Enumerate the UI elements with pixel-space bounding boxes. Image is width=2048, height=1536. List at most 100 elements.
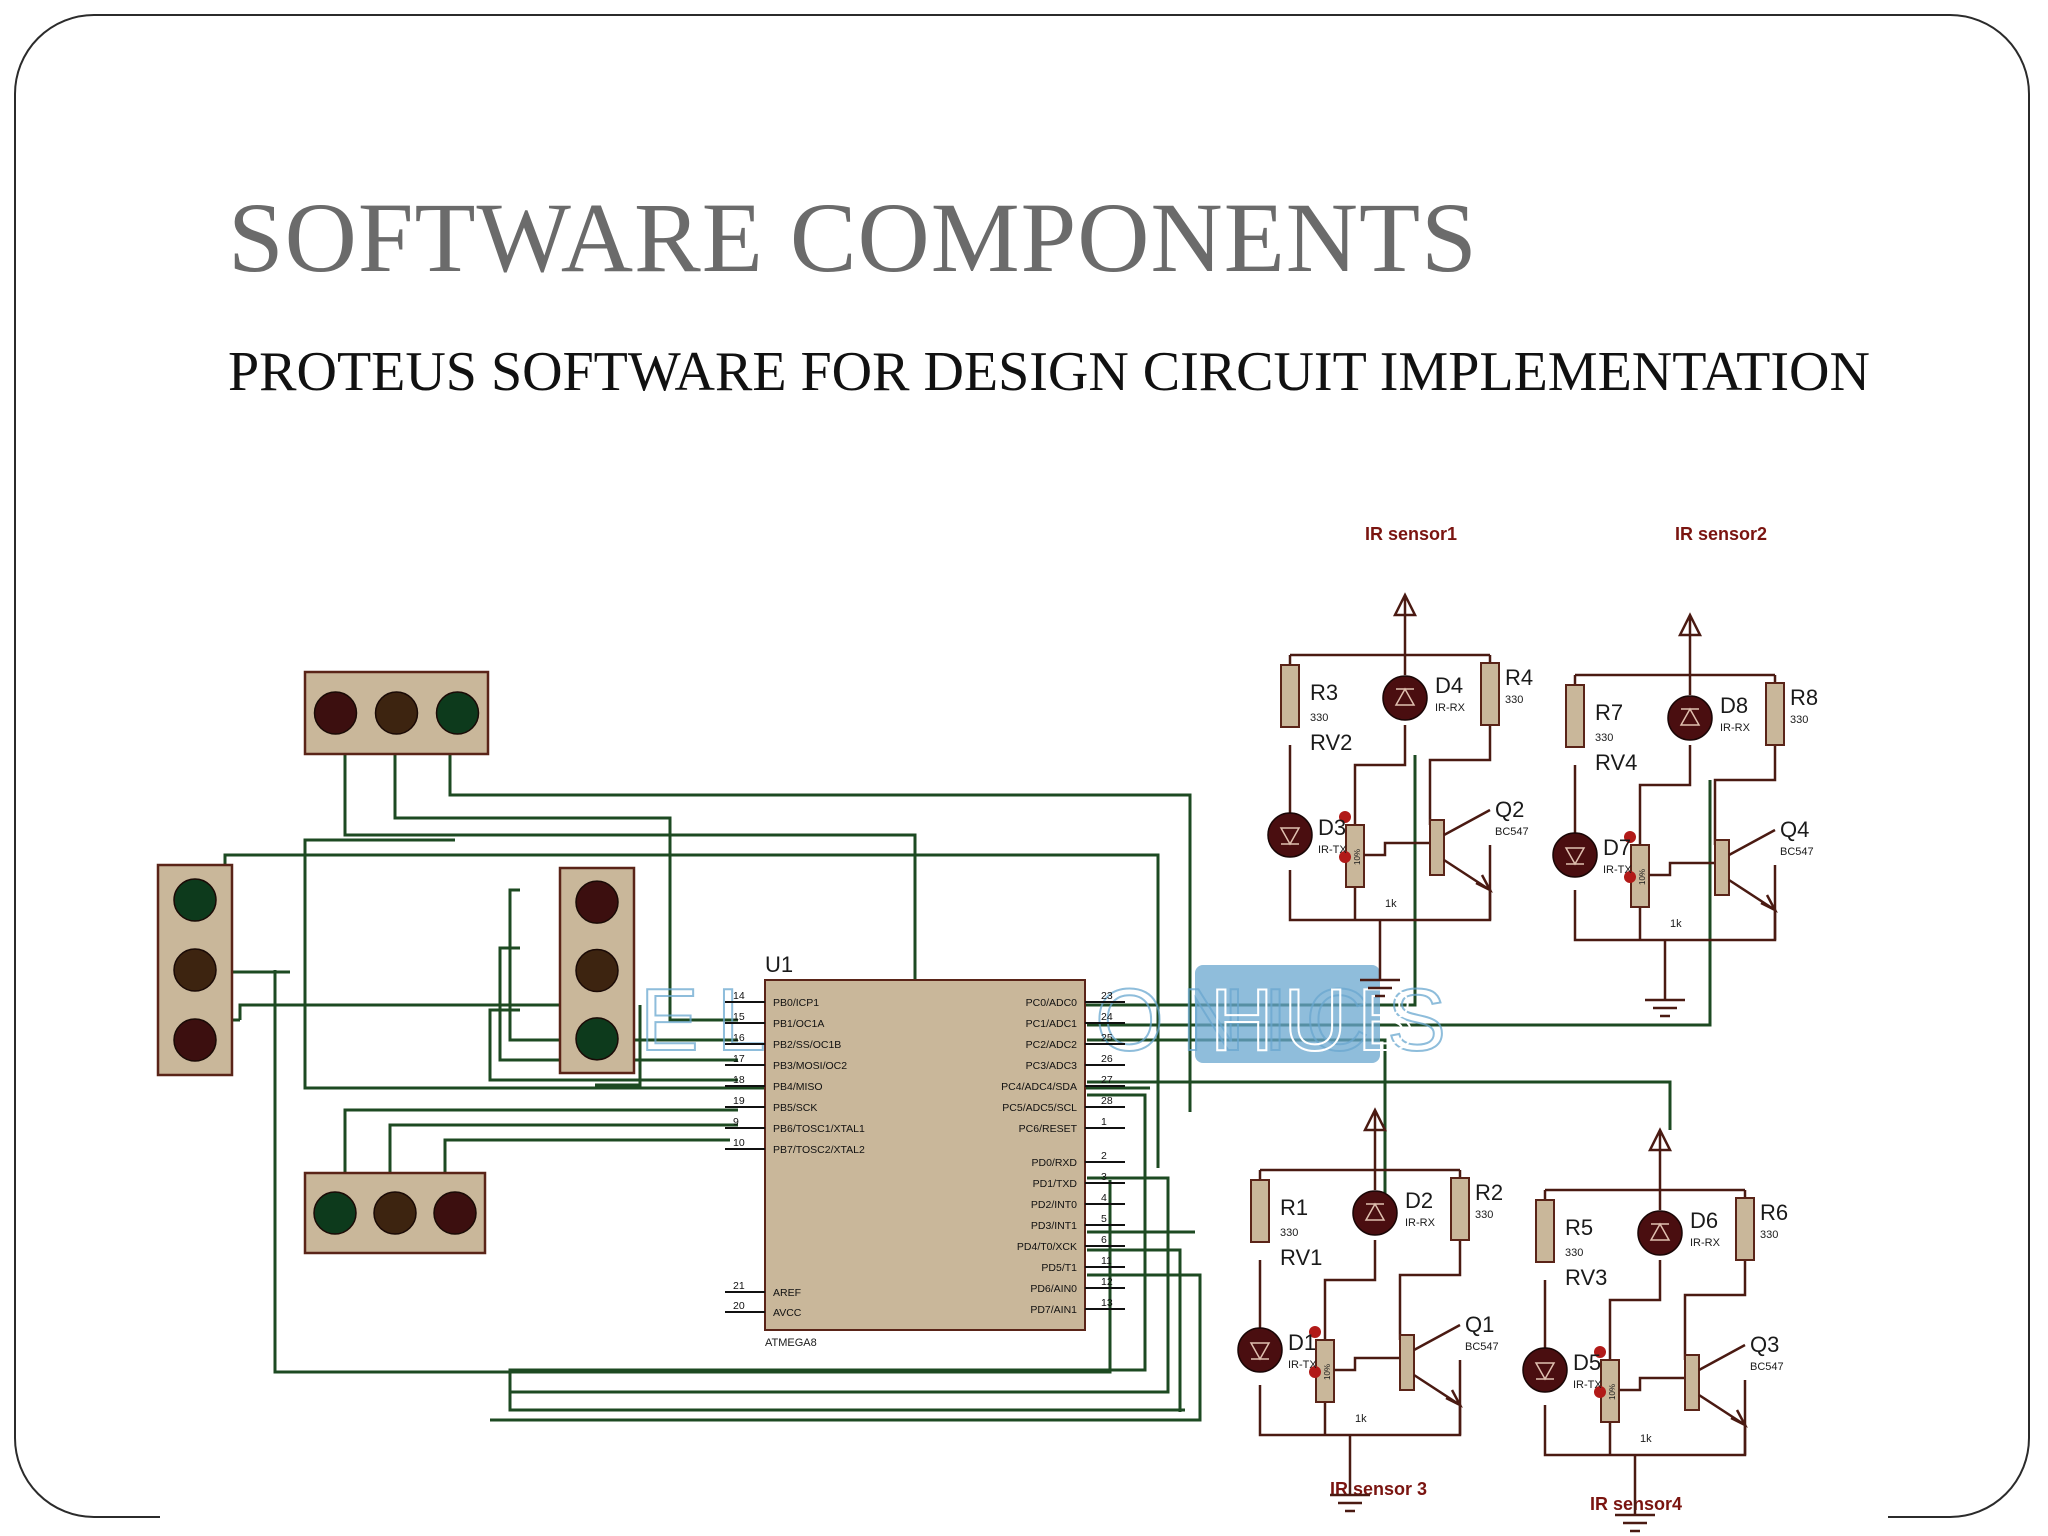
mcu-part: ATMEGA8: [765, 1337, 817, 1349]
resistor-value: 330: [1760, 1229, 1778, 1241]
resistor-r1: [1250, 1179, 1270, 1243]
mcu-pin-number: 17: [733, 1053, 745, 1065]
tx-indicator: [1594, 1386, 1606, 1398]
transmitter-ref: D1: [1288, 1330, 1316, 1355]
wire: [488, 1008, 738, 1082]
wire: [448, 752, 1192, 1112]
resistor-r7: [1565, 684, 1585, 748]
transmitter-ref: D7: [1603, 835, 1631, 860]
ground-symbol: [1330, 1475, 1370, 1513]
potentiometer-rating: 10%: [1608, 1384, 1617, 1400]
sensor-title: IR sensor1: [1365, 524, 1457, 544]
mcu-pin-number: 25: [1101, 1032, 1113, 1044]
lamp-red: [173, 1018, 217, 1062]
potentiometer-ref: RV2: [1310, 730, 1352, 755]
ir-transmitter-d5: [1522, 1347, 1568, 1393]
ir-receiver-d4: [1382, 675, 1428, 721]
tx-indicator: [1624, 831, 1636, 843]
mcu-pin-label: PB0/ICP1: [773, 997, 819, 1009]
mcu-pin-label: PB6/TOSC1/XTAL1: [773, 1123, 865, 1135]
wire: [490, 1273, 1202, 1422]
transistor-q2: [1429, 819, 1445, 876]
lamp-red: [433, 1191, 477, 1235]
transistor-leads: [1443, 808, 1493, 920]
wire: [343, 752, 1087, 1007]
tx-indicator: [1309, 1366, 1321, 1378]
lamp-green: [173, 878, 217, 922]
resistor-value: 330: [1565, 1247, 1583, 1259]
resistor-value: 330: [1790, 714, 1808, 726]
mcu-pin-number: 28: [1101, 1095, 1113, 1107]
diode-symbol: [1649, 1222, 1671, 1241]
slide-subtitle: PROTEUS SOFTWARE FOR DESIGN CIRCUIT IMPL…: [228, 341, 1870, 403]
ir-sensor-4: IR sensor4R5330R6330RV3D6IR-RXD5IR-TXQ3B…: [1522, 1127, 1788, 1533]
transistor-ref: Q3: [1750, 1332, 1779, 1357]
sensor-wire: [1543, 1188, 1747, 1495]
diode-symbol: [1679, 707, 1701, 726]
potentiometer-rating: 10%: [1323, 1364, 1332, 1380]
mcu-pin-number: 11: [1101, 1255, 1112, 1267]
resistor-ref: R2: [1475, 1180, 1503, 1205]
potentiometer-value: 1k: [1670, 918, 1682, 930]
mcu-pin-number: 21: [733, 1280, 745, 1292]
transmitter-ref: D5: [1573, 1350, 1601, 1375]
transistor-q4: [1714, 839, 1730, 896]
mcu-pin-label: PC5/ADC5/SCL: [1002, 1102, 1077, 1114]
transistor-ref: Q4: [1780, 817, 1809, 842]
resistor-ref: R4: [1505, 665, 1533, 690]
mcu-pin-number: 19: [733, 1095, 745, 1107]
mcu-pin-label: PC0/ADC0: [1026, 997, 1078, 1009]
lamp-green: [575, 1017, 619, 1061]
ir-transmitter-d1: [1237, 1327, 1283, 1373]
resistor-ref: R8: [1790, 685, 1818, 710]
mcu-pin-label: AVCC: [773, 1307, 802, 1319]
ground-symbol: [1645, 980, 1685, 1018]
transistor-type: BC547: [1495, 826, 1529, 838]
lamp-amber: [374, 691, 419, 735]
mcu-pin-number: 6: [1101, 1234, 1107, 1246]
potentiometer-value: 1k: [1355, 1413, 1367, 1425]
resistor-ref: R3: [1310, 680, 1338, 705]
ir-receiver-d6: [1637, 1210, 1683, 1256]
diode-symbol: [1364, 1202, 1386, 1221]
mcu-pin-number: 27: [1101, 1074, 1113, 1086]
mcu-ref: U1: [765, 952, 793, 977]
pot-wiper: [1364, 841, 1430, 857]
potentiometer-rating: 10%: [1353, 849, 1362, 865]
ir-sensor-2: IR sensor2R7330R8330RV4D8IR-RXD7IR-TXQ4B…: [1552, 524, 1818, 1018]
transmitter-type: IR-TX: [1603, 864, 1632, 876]
lamp-green: [313, 1191, 357, 1235]
wire: [510, 1176, 1170, 1394]
slide-frame-gap: [160, 1510, 1888, 1536]
wire: [443, 1138, 730, 1180]
ir-sensor-1: IR sensor1R3330R4330RV2D4IR-RXD3IR-TXQ2B…: [1267, 524, 1533, 998]
transistor-type: BC547: [1750, 1361, 1784, 1373]
vcc-arrow: [1677, 612, 1703, 675]
transmitter-type: IR-TX: [1288, 1359, 1317, 1371]
sensor-wire: [1258, 1168, 1462, 1475]
resistor-value: 330: [1505, 694, 1523, 706]
mcu-pin-label: PC1/ADC1: [1026, 1018, 1078, 1030]
mcu-pin-label: PB3/MOSI/OC2: [773, 1060, 847, 1072]
resistor-r4: [1480, 662, 1500, 726]
transmitter-type: IR-TX: [1318, 844, 1347, 856]
traffic-light-left: [156, 863, 234, 1077]
receiver-type: IR-RX: [1435, 702, 1466, 714]
mcu-pin-number: 14: [733, 990, 745, 1002]
potentiometer-ref: RV1: [1280, 1245, 1322, 1270]
lamp-amber: [173, 948, 217, 992]
mcu-pin-label: PC4/ADC4/SDA: [1001, 1081, 1077, 1093]
receiver-ref: D6: [1690, 1208, 1718, 1233]
mcu-pin-number: 5: [1101, 1213, 1107, 1225]
mcu-pin-label: PD6/AIN0: [1030, 1283, 1077, 1295]
mcu-pin-label: PB7/TOSC2/XTAL2: [773, 1144, 865, 1156]
mcu-pin-number: 13: [1101, 1297, 1113, 1309]
wire: [1087, 1038, 1387, 1200]
mcu-pin-number: 26: [1101, 1053, 1113, 1065]
potentiometer-value: 1k: [1385, 898, 1397, 910]
resistor-value: 330: [1475, 1209, 1493, 1221]
wire: [388, 1123, 738, 1180]
receiver-ref: D8: [1720, 693, 1748, 718]
mcu-pin-label: PD5/T1: [1041, 1262, 1077, 1274]
